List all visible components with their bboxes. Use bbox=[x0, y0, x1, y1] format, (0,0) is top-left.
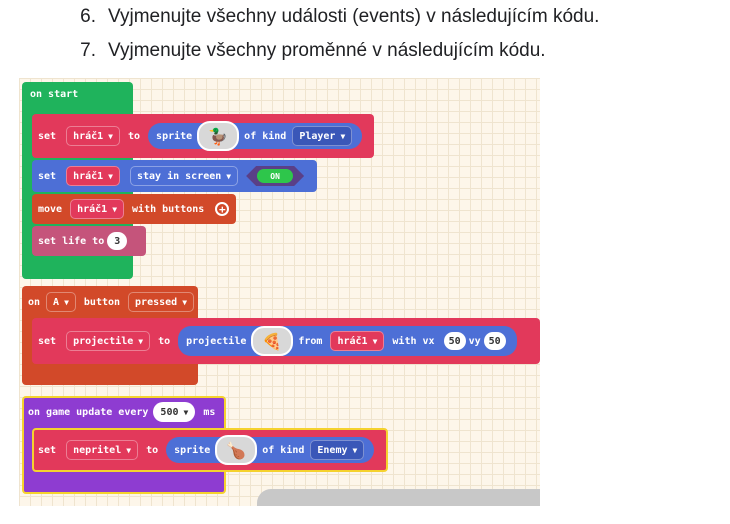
question-6: 6. Vyjmenujte všechny události (events) v… bbox=[0, 6, 599, 28]
projectile-creator[interactable]: projectile 🍕 from hráč1▼ with vx 50 vy 5… bbox=[178, 326, 517, 356]
kind-dropdown[interactable]: Player▼ bbox=[292, 126, 353, 146]
vy-label: vy bbox=[468, 335, 481, 347]
blocks-workspace[interactable]: on start set hráč1▼ to sprite 🦆 of kind … bbox=[19, 78, 540, 506]
ms-label: ms bbox=[203, 406, 216, 418]
caret-down-icon: ▼ bbox=[340, 131, 346, 141]
set-life-label: set life to bbox=[38, 235, 105, 247]
question-text: Vyjmenujte všechny proměnné v následujíc… bbox=[108, 40, 546, 61]
plus-icon[interactable]: + bbox=[215, 202, 230, 216]
set-keyword: set bbox=[38, 444, 57, 456]
drumstick-sprite-icon[interactable]: 🍗 bbox=[215, 435, 258, 465]
caret-down-icon: ▼ bbox=[372, 336, 378, 346]
set-enemy-sprite-block[interactable]: set nepritel▼ to sprite 🍗 of kind Enemy▼ bbox=[32, 428, 388, 472]
move-with-buttons-block[interactable]: move hráč1▼ with buttons + bbox=[32, 194, 236, 224]
duck-sprite-icon[interactable]: 🦆 bbox=[197, 121, 240, 151]
caret-down-icon: ▼ bbox=[352, 445, 358, 455]
caret-down-icon: ▼ bbox=[108, 171, 113, 181]
pizza-sprite-icon[interactable]: 🍕 bbox=[251, 326, 294, 356]
sprite-creator[interactable]: sprite 🦆 of kind Player▼ bbox=[148, 121, 363, 151]
stay-in-screen-block[interactable]: set hráč1▼ stay in screen▼ ON bbox=[32, 160, 317, 192]
property-dropdown[interactable]: stay in screen▼ bbox=[130, 166, 239, 186]
vx-input[interactable]: 50 bbox=[443, 332, 466, 350]
event-dropdown[interactable]: pressed▼ bbox=[128, 292, 195, 312]
sprite-creator[interactable]: sprite 🍗 of kind Enemy▼ bbox=[166, 435, 375, 465]
move-keyword: move bbox=[38, 203, 63, 215]
set-keyword: set bbox=[38, 170, 57, 182]
life-value-input[interactable]: 3 bbox=[107, 232, 128, 250]
set-projectile-block[interactable]: set projectile▼ to projectile 🍕 from hrá… bbox=[32, 318, 540, 364]
on-game-update-label: on game update every bbox=[28, 406, 149, 418]
set-keyword: set bbox=[38, 130, 57, 142]
caret-down-icon: ▼ bbox=[182, 297, 188, 307]
on-start-label: on start bbox=[30, 89, 79, 100]
source-dropdown[interactable]: hráč1▼ bbox=[330, 331, 385, 351]
caret-down-icon: ▼ bbox=[183, 407, 189, 417]
to-keyword: to bbox=[158, 335, 171, 347]
caret-down-icon: ▼ bbox=[64, 297, 69, 307]
caret-down-icon: ▼ bbox=[226, 171, 232, 181]
vy-input[interactable]: 50 bbox=[483, 332, 506, 350]
vx-label: with vx bbox=[392, 335, 435, 347]
question-7: 7. Vyjmenujte všechny proměnné v následuj… bbox=[0, 40, 546, 62]
horizontal-scrollbar[interactable] bbox=[257, 489, 540, 506]
set-sprite-block[interactable]: set hráč1▼ to sprite 🦆 of kind Player▼ bbox=[32, 114, 374, 158]
question-number: 7. bbox=[80, 40, 96, 61]
with-buttons-label: with buttons bbox=[132, 203, 205, 215]
variable-dropdown[interactable]: nepritel▼ bbox=[66, 440, 139, 460]
caret-down-icon: ▼ bbox=[126, 445, 132, 455]
variable-dropdown[interactable]: hráč1▼ bbox=[66, 166, 120, 186]
on-toggle[interactable]: ON bbox=[246, 166, 304, 186]
kind-dropdown[interactable]: Enemy▼ bbox=[310, 440, 365, 460]
set-keyword: set bbox=[38, 335, 57, 347]
variable-dropdown[interactable]: hráč1▼ bbox=[70, 199, 125, 219]
set-life-block[interactable]: set life to 3 bbox=[32, 226, 146, 256]
caret-down-icon: ▼ bbox=[138, 336, 144, 346]
question-number: 6. bbox=[80, 6, 96, 27]
variable-dropdown[interactable]: hráč1▼ bbox=[66, 126, 120, 146]
to-keyword: to bbox=[146, 444, 159, 456]
on-keyword: on bbox=[28, 296, 41, 308]
caret-down-icon: ▼ bbox=[108, 131, 113, 141]
caret-down-icon: ▼ bbox=[112, 204, 118, 214]
question-text: Vyjmenujte všechny události (events) v n… bbox=[108, 6, 600, 27]
variable-dropdown[interactable]: projectile▼ bbox=[66, 331, 151, 351]
interval-dropdown[interactable]: 500▼ bbox=[153, 402, 196, 422]
to-keyword: to bbox=[128, 130, 141, 142]
button-keyword: button bbox=[83, 296, 121, 308]
button-dropdown[interactable]: A▼ bbox=[46, 292, 76, 312]
